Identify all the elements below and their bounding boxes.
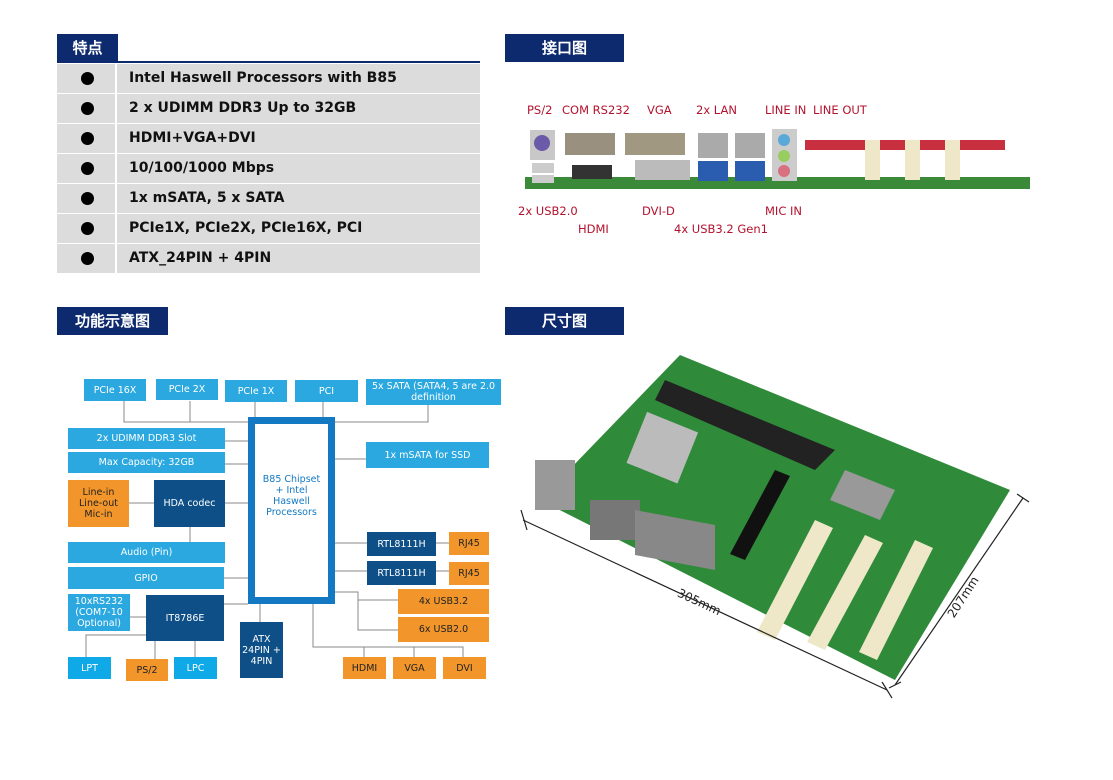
gpio-box: GPIO [68,567,224,589]
block-diagram-header: 功能示意图 [57,307,168,335]
hdmi-box: HDMI [343,657,386,679]
maxcap-box: Max Capacity: 32GB [68,452,225,473]
com-label: COM RS232 [562,103,630,117]
features-header: 特点 [57,34,118,62]
ps2-box: PS/2 [126,659,168,681]
usb3-label: 4x USB3.2 Gen1 [674,222,768,236]
feature-row: ATX_24PIN + 4PIN [57,244,480,273]
board-photo [520,355,1030,699]
bullet-icon [81,72,94,85]
usb2-box: 6x USB2.0 [398,617,489,642]
line-out-label: LINE OUT [813,103,867,117]
dimensions-header: 尺寸图 [505,307,624,335]
feature-row: 1x mSATA, 5 x SATA [57,184,480,213]
hdmi-label: HDMI [578,222,609,236]
line-in-label: LINE IN [765,103,807,117]
rj45-box: RJ45 [449,562,489,585]
feature-row: Intel Haswell Processors with B85 [57,64,480,93]
lpc-box: LPC [174,657,217,679]
sata-box: 5x SATA (SATA4, 5 are 2.0 definition [366,379,501,405]
feature-row: 10/100/1000 Mbps [57,154,480,183]
hda-codec-box: HDA codec [154,480,225,527]
dvi-box: DVI [443,657,486,679]
pcie1-box: PCIe 1X [225,380,287,402]
pcie2-box: PCIe 2X [156,379,218,400]
bullet-icon [81,102,94,115]
feature-text: PCIe1X, PCIe2X, PCIe16X, PCI [129,220,363,236]
ddr-box: 2x UDIMM DDR3 Slot [68,428,225,449]
ps2-label: PS/2 [527,103,553,117]
io-panel-photo [525,129,1030,189]
rtl-box: RTL8111H [367,532,436,556]
audio-io-box: Line-in Line-out Mic-in [68,480,129,527]
feature-row: 2 x UDIMM DDR3 Up to 32GB [57,94,480,123]
divider [57,61,480,63]
pcie16-box: PCIe 16X [84,379,146,401]
dvi-label: DVI-D [642,204,675,218]
rj45-box: RJ45 [449,532,489,555]
pci-box: PCI [295,380,358,402]
feature-text: Intel Haswell Processors with B85 [129,70,397,86]
lan-label: 2x LAN [696,103,737,117]
usb3-box: 4x USB3.2 [398,589,489,614]
feature-text: 2 x UDIMM DDR3 Up to 32GB [129,100,357,116]
feature-text: HDMI+VGA+DVI [129,130,256,146]
bullet-icon [81,132,94,145]
atx-box: ATX 24PIN + 4PIN [240,622,283,678]
bullet-icon [81,162,94,175]
feature-text: ATX_24PIN + 4PIN [129,250,272,266]
rs232-box: 10xRS232 (COM7-10 Optional) [68,594,130,631]
bullet-icon [81,252,94,265]
feature-text: 10/100/1000 Mbps [129,160,275,176]
feature-row: PCIe1X, PCIe2X, PCIe16X, PCI [57,214,480,243]
interfaces-header: 接口图 [505,34,624,62]
feature-text: 1x mSATA, 5 x SATA [129,190,285,206]
msata-box: 1x mSATA for SSD [366,442,489,468]
bullet-icon [81,192,94,205]
usb2-label: 2x USB2.0 [518,204,578,218]
chipset-box: B85 Chipset + Intel Haswell Processors [248,417,335,604]
mic-in-label: MIC IN [765,204,802,218]
vga-label: VGA [647,103,672,117]
bullet-icon [81,222,94,235]
vga-box: VGA [393,657,436,679]
sio-box: IT8786E [146,595,224,641]
rtl-box: RTL8111H [367,561,436,585]
feature-row: HDMI+VGA+DVI [57,124,480,153]
lpt-box: LPT [68,657,111,679]
audio-pin-box: Audio (Pin) [68,542,225,563]
